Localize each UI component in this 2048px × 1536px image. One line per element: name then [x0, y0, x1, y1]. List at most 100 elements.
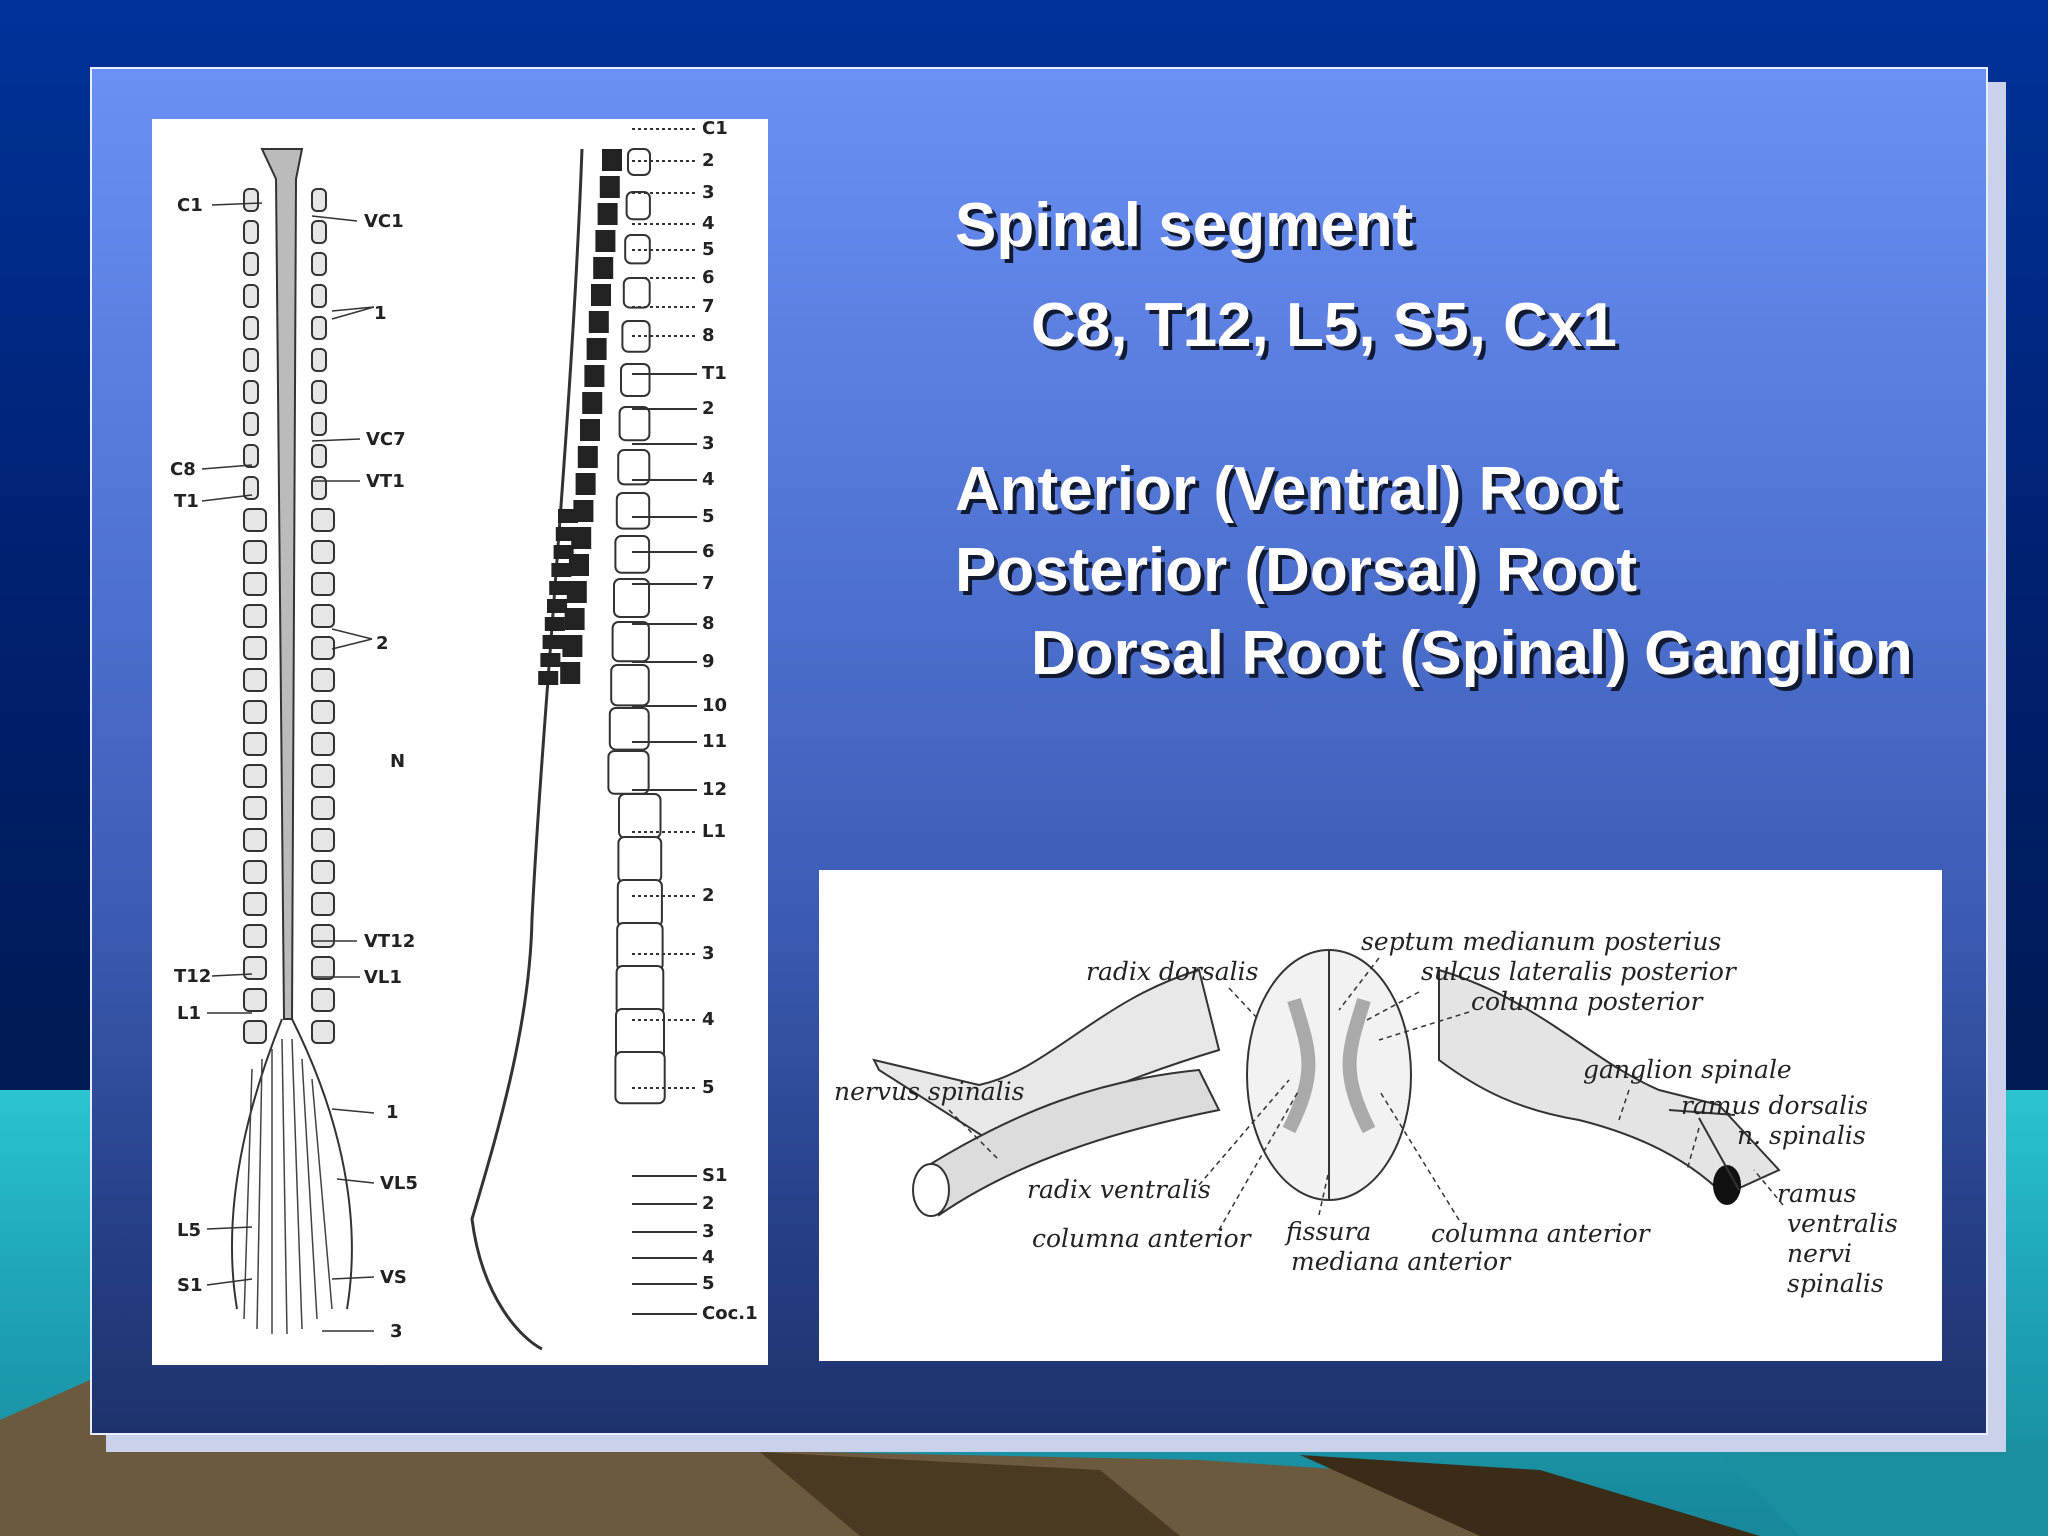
segment-block [538, 671, 559, 685]
label-mediana-anterior: mediana anterior [1291, 1247, 1512, 1276]
vertebra-shape [311, 540, 335, 564]
lateral-vertebra [621, 320, 651, 353]
lateral-vertebra [622, 277, 651, 309]
vertebra-shape [243, 732, 267, 756]
cross-section-figure: septum medianum posterius radix dorsalis… [819, 870, 1942, 1361]
label-ganglion-spinale: ganglion spinale [1583, 1055, 1792, 1084]
segments-list: C8, T12, L5, S5, Cx1 [1031, 291, 1617, 360]
label-1-upper: 1 [374, 303, 387, 324]
segment-block [599, 176, 620, 198]
label-columna-anterior-right: columna anterior [1431, 1219, 1652, 1248]
segment-block [566, 581, 587, 603]
spinal-cord-drawing: C1 C8 T1 T12 L1 L5 S1 VC1 1 VC7 VT1 2 N [170, 118, 758, 1351]
vertebra-shape [243, 380, 259, 404]
vertebra-shape [311, 636, 335, 660]
label-2: 2 [376, 633, 389, 654]
label-nervus-spinalis: nervus spinalis [834, 1077, 1025, 1106]
segment-block [551, 563, 572, 577]
vertebra-shape [243, 476, 259, 500]
label-radix-dorsalis: radix dorsalis [1086, 957, 1258, 986]
label-septum: septum medianum posterius [1361, 927, 1721, 956]
label-3: 3 [390, 1321, 403, 1342]
vertebra-shape [243, 412, 259, 436]
label-l5: L5 [177, 1220, 201, 1241]
label-l1: L1 [177, 1003, 201, 1024]
segment-label: 5 [702, 506, 715, 527]
segment-label: L1 [702, 821, 726, 842]
lateral-vertebra [617, 836, 663, 884]
lateral-vertebra [615, 492, 651, 530]
segment-label: 6 [702, 267, 715, 288]
vertebra-shape [311, 924, 335, 948]
label-n: N [390, 751, 405, 772]
cross-section-drawing: septum medianum posterius radix dorsalis… [834, 927, 1898, 1298]
vertebra-shape [311, 508, 335, 532]
label-radix-ventralis: radix ventralis [1027, 1175, 1211, 1204]
vertebra-shape [243, 828, 267, 852]
segment-block [577, 446, 598, 468]
segment-block [575, 473, 596, 495]
vertebra-shape [243, 284, 259, 308]
vertebra-shape [311, 732, 335, 756]
vertebra-shape [243, 1020, 267, 1044]
vertebra-shape [243, 540, 267, 564]
segment-block [547, 599, 567, 613]
vertebra-shape [311, 316, 327, 340]
segment-block [588, 311, 609, 333]
label-n-spinalis: n. spinalis [1737, 1121, 1866, 1150]
spinal-cord-figure: C1 C8 T1 T12 L1 L5 S1 VC1 1 VC7 VT1 2 N [152, 118, 768, 1365]
label-vt1: VT1 [366, 471, 405, 492]
segment-block [544, 617, 565, 631]
label-vs: VS [380, 1267, 407, 1288]
label-vc1: VC1 [364, 211, 404, 232]
lateral-vertebra [617, 449, 651, 486]
segment-block [580, 419, 600, 441]
segment-block [591, 284, 611, 306]
vertebra-shape [311, 700, 335, 724]
vertebra-shape [243, 956, 267, 980]
vertebra-shape [311, 604, 335, 628]
vertebra-shape [311, 956, 335, 980]
vertebra-shape [311, 252, 327, 276]
vertebra-shape [243, 508, 267, 532]
segment-label: 8 [702, 613, 715, 634]
segment-label: 6 [702, 541, 715, 562]
vertebra-shape [243, 668, 267, 692]
segment-block [573, 500, 594, 522]
lateral-vertebra [620, 363, 651, 397]
label-t1: T1 [174, 491, 199, 512]
segment-block [582, 392, 603, 414]
label-s1: S1 [177, 1275, 203, 1296]
heading-spinal-segment: Spinal segment [955, 191, 1414, 260]
segment-label: 4 [702, 1009, 715, 1030]
segment-block [560, 662, 581, 684]
vertebra-shape [243, 572, 267, 596]
segment-label: 3 [702, 1221, 715, 1242]
lateral-vertebra [618, 406, 651, 442]
label-vc7: VC7 [366, 429, 406, 450]
segment-label: C1 [702, 119, 728, 139]
vertebra-shape [243, 252, 259, 276]
lateral-vertebra [614, 535, 651, 574]
lateral-vertebra [616, 879, 663, 928]
vertebra-shape [311, 668, 335, 692]
segment-block [558, 509, 578, 523]
label-1-lower: 1 [386, 1102, 399, 1123]
lateral-vertebra [616, 922, 664, 972]
segment-label: 4 [702, 213, 715, 234]
vertebra-shape [243, 444, 259, 468]
vertebra-shape [243, 892, 267, 916]
segment-label: 11 [702, 731, 727, 752]
label-c1: C1 [177, 195, 203, 216]
vertebra-shape [243, 604, 267, 628]
label-vl1: VL1 [364, 967, 402, 988]
lateral-vertebra [613, 578, 650, 618]
label-vl5: VL5 [380, 1173, 418, 1194]
segment-label: 2 [702, 398, 715, 419]
segment-label: S1 [702, 1165, 728, 1186]
segment-label: 2 [702, 885, 715, 906]
vertebra-shape [243, 348, 259, 372]
segment-label: 7 [702, 573, 715, 594]
segment-block [542, 635, 563, 649]
